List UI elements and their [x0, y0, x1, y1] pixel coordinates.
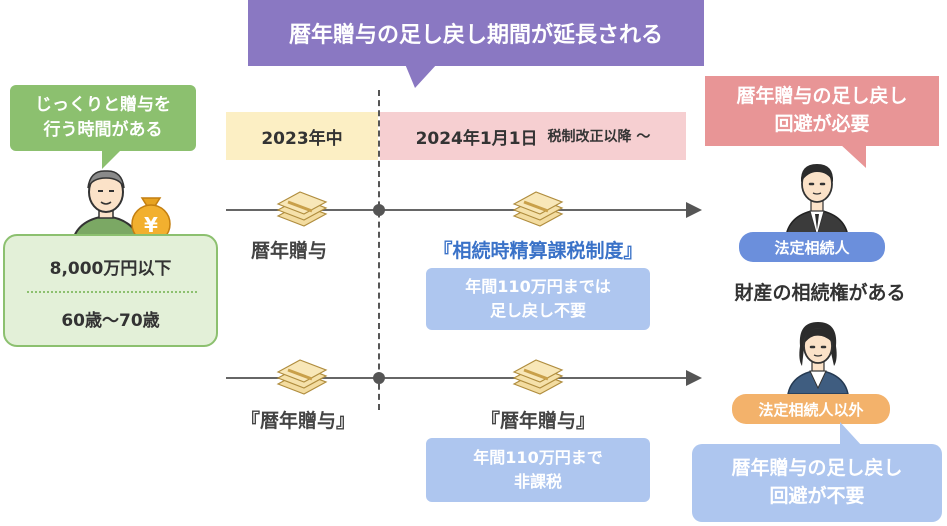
info-divider	[27, 291, 197, 293]
money-bundle-icon	[276, 191, 328, 227]
top-left-label: 暦年贈与	[250, 240, 327, 262]
businessman-icon	[785, 164, 849, 236]
right-bottom-bubble-tail	[840, 422, 862, 446]
heir-pill: 法定相続人	[739, 232, 885, 262]
money-bundle-icon	[512, 359, 564, 395]
period-2023-label: 2023年中	[261, 128, 343, 149]
banner-tail	[405, 64, 437, 88]
top-timeline-dot	[373, 204, 385, 216]
period-2024-note: 税制改正以降 ～	[547, 129, 651, 145]
left-bubble-tail	[102, 149, 122, 169]
period-divider-line	[378, 90, 380, 410]
top-timeline-arrowhead	[686, 202, 702, 218]
period-2024-date: 2024年1月1日	[415, 128, 538, 149]
left-info-box: 8,000万円以下 60歳～70歳	[3, 234, 218, 347]
yen-bag-icon: ¥	[131, 197, 171, 244]
seido-label: 『相続時精算課税制度』	[433, 240, 643, 262]
money-bundle-icon	[512, 191, 564, 227]
businesswoman-icon	[787, 322, 849, 394]
bottom-left-label: 『暦年贈与』	[240, 410, 355, 432]
bottom-info-box: 年間110万円まで 非課税	[426, 438, 650, 502]
period-2024-band: 2024年1月1日 税制改正以降 ～	[380, 112, 686, 160]
heir-pill-label: 法定相続人	[774, 238, 850, 257]
bottom-right-label: 『暦年贈与』	[480, 410, 595, 432]
left-speech-bubble: じっくりと贈与を 行う時間がある	[10, 85, 196, 151]
top-info-box: 年間110万円までは 足し戻し不要	[426, 268, 650, 330]
right-bottom-bubble-text: 暦年贈与の足し戻し 回避が不要	[731, 457, 903, 507]
left-bubble-text: じっくりと贈与を 行う時間がある	[35, 95, 171, 140]
age-range-text: 60歳～70歳	[61, 311, 160, 331]
period-2023-band: 2023年中	[226, 112, 378, 160]
bottom-timeline-arrowhead	[686, 370, 702, 386]
bottom-timeline-dot	[373, 372, 385, 384]
top-info-text: 年間110万円までは 足し戻し不要	[465, 277, 611, 320]
asset-amount-text: 8,000万円以下	[49, 259, 172, 279]
top-timeline	[226, 209, 688, 211]
money-bundle-icon	[276, 359, 328, 395]
heir-description: 財産の相続権がある	[734, 282, 906, 304]
non-heir-pill-label: 法定相続人以外	[758, 400, 864, 419]
right-bottom-bubble: 暦年贈与の足し戻し 回避が不要	[692, 444, 942, 522]
svg-text:¥: ¥	[144, 213, 158, 237]
right-top-bubble-text: 暦年贈与の足し戻し 回避が必要	[736, 85, 908, 135]
bottom-timeline	[226, 377, 688, 379]
non-heir-pill: 法定相続人以外	[732, 394, 890, 424]
right-top-bubble: 暦年贈与の足し戻し 回避が必要	[705, 76, 939, 146]
bottom-info-text: 年間110万円まで 非課税	[473, 448, 603, 491]
right-top-bubble-tail	[840, 144, 866, 168]
top-banner: 暦年贈与の足し戻し期間が延長される	[248, 0, 704, 66]
banner-title: 暦年贈与の足し戻し期間が延長される	[288, 23, 663, 48]
